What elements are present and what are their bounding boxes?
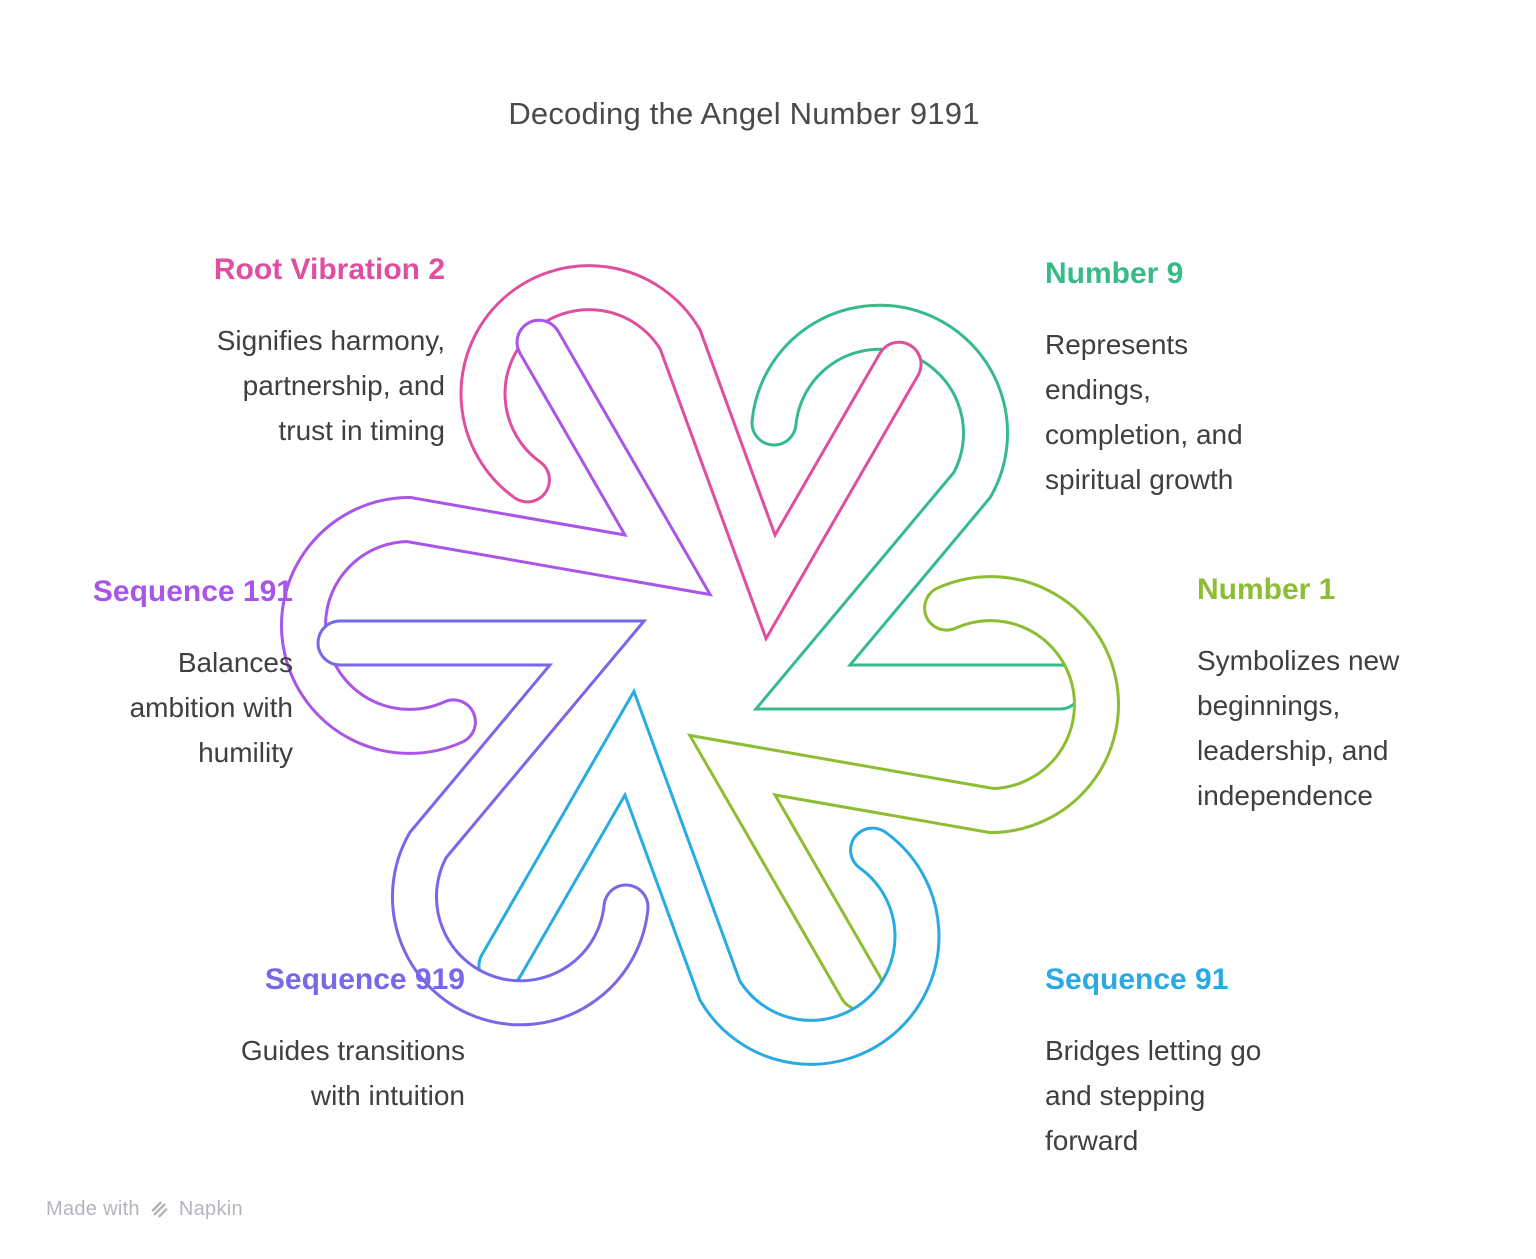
section-sequence-191: Sequence 191 Balances ambition with humi… bbox=[0, 574, 293, 775]
loop-sequence-91-fill bbox=[480, 694, 938, 1063]
napkin-brand-label: Napkin bbox=[178, 1198, 243, 1220]
loop-number-1-fill bbox=[692, 578, 1117, 1009]
body-line: Bridges letting go bbox=[1045, 1035, 1262, 1066]
napkin-logo-icon bbox=[148, 1198, 171, 1221]
body-line: beginnings, bbox=[1197, 690, 1341, 721]
body-line: completion, and bbox=[1045, 419, 1243, 450]
body-line: Symbolizes new bbox=[1197, 645, 1400, 676]
body-line: Signifies harmony, bbox=[216, 325, 445, 356]
body-line: Balances bbox=[177, 647, 293, 678]
page-title: Decoding the Angel Number 9191 bbox=[508, 96, 980, 131]
body-line: forward bbox=[1045, 1125, 1139, 1156]
made-with-label: Made with bbox=[46, 1198, 140, 1220]
loop-number-9 bbox=[750, 303, 1084, 711]
body-line: endings, bbox=[1045, 374, 1151, 405]
loop-number-9-fill bbox=[753, 306, 1081, 708]
section-heading: Sequence 919 bbox=[264, 963, 465, 996]
body-line: independence bbox=[1197, 780, 1373, 811]
section-body: Signifies harmony, partnership, and trus… bbox=[15, 318, 445, 453]
section-heading: Number 1 bbox=[1197, 573, 1336, 606]
section-body: Represents endings, completion, and spir… bbox=[1045, 322, 1385, 502]
section-number-1: Number 1 Symbolizes new beginnings, lead… bbox=[1197, 572, 1536, 818]
section-number-9: Number 9 Represents endings, completion,… bbox=[1045, 256, 1385, 502]
loop-sequence-91 bbox=[477, 687, 941, 1066]
body-line: Guides transitions bbox=[240, 1035, 465, 1066]
loop-sequence-191-fill bbox=[283, 321, 708, 752]
section-root-vibration-2: Root Vibration 2 Signifies harmony, part… bbox=[15, 252, 445, 453]
section-body: Guides transitions with intuition bbox=[35, 1028, 465, 1118]
made-with-napkin-credit: Made with Napkin bbox=[46, 1198, 243, 1221]
body-line: leadership, and bbox=[1197, 735, 1389, 766]
section-heading: Root Vibration 2 bbox=[213, 253, 445, 286]
section-heading: Number 9 bbox=[1045, 257, 1184, 290]
loop-sequence-191 bbox=[280, 318, 714, 755]
section-body: Balances ambition with humility bbox=[0, 640, 293, 775]
body-line: ambition with bbox=[129, 692, 293, 723]
section-sequence-919: Sequence 919 Guides transitions with int… bbox=[35, 962, 465, 1118]
section-sequence-91: Sequence 91 Bridges letting go and stepp… bbox=[1045, 962, 1425, 1163]
body-line: Represents bbox=[1045, 329, 1189, 360]
loop-root-vibration-2 bbox=[459, 264, 923, 643]
body-line: humility bbox=[198, 737, 293, 768]
loop-number-1 bbox=[686, 575, 1120, 1012]
body-line: with intuition bbox=[310, 1080, 465, 1111]
section-heading: Sequence 91 bbox=[1045, 963, 1229, 996]
loop-sequence-919 bbox=[316, 619, 650, 1027]
section-heading: Sequence 191 bbox=[92, 575, 293, 608]
section-body: Bridges letting go and stepping forward bbox=[1045, 1028, 1425, 1163]
section-body: Symbolizes new beginnings, leadership, a… bbox=[1197, 638, 1536, 818]
body-line: trust in timing bbox=[278, 415, 446, 446]
loop-root-vibration-2-fill bbox=[462, 267, 920, 636]
body-line: spiritual growth bbox=[1045, 464, 1234, 495]
body-line: and stepping bbox=[1045, 1080, 1206, 1111]
loop-sequence-919-fill bbox=[319, 622, 647, 1024]
body-line: partnership, and bbox=[242, 370, 445, 401]
